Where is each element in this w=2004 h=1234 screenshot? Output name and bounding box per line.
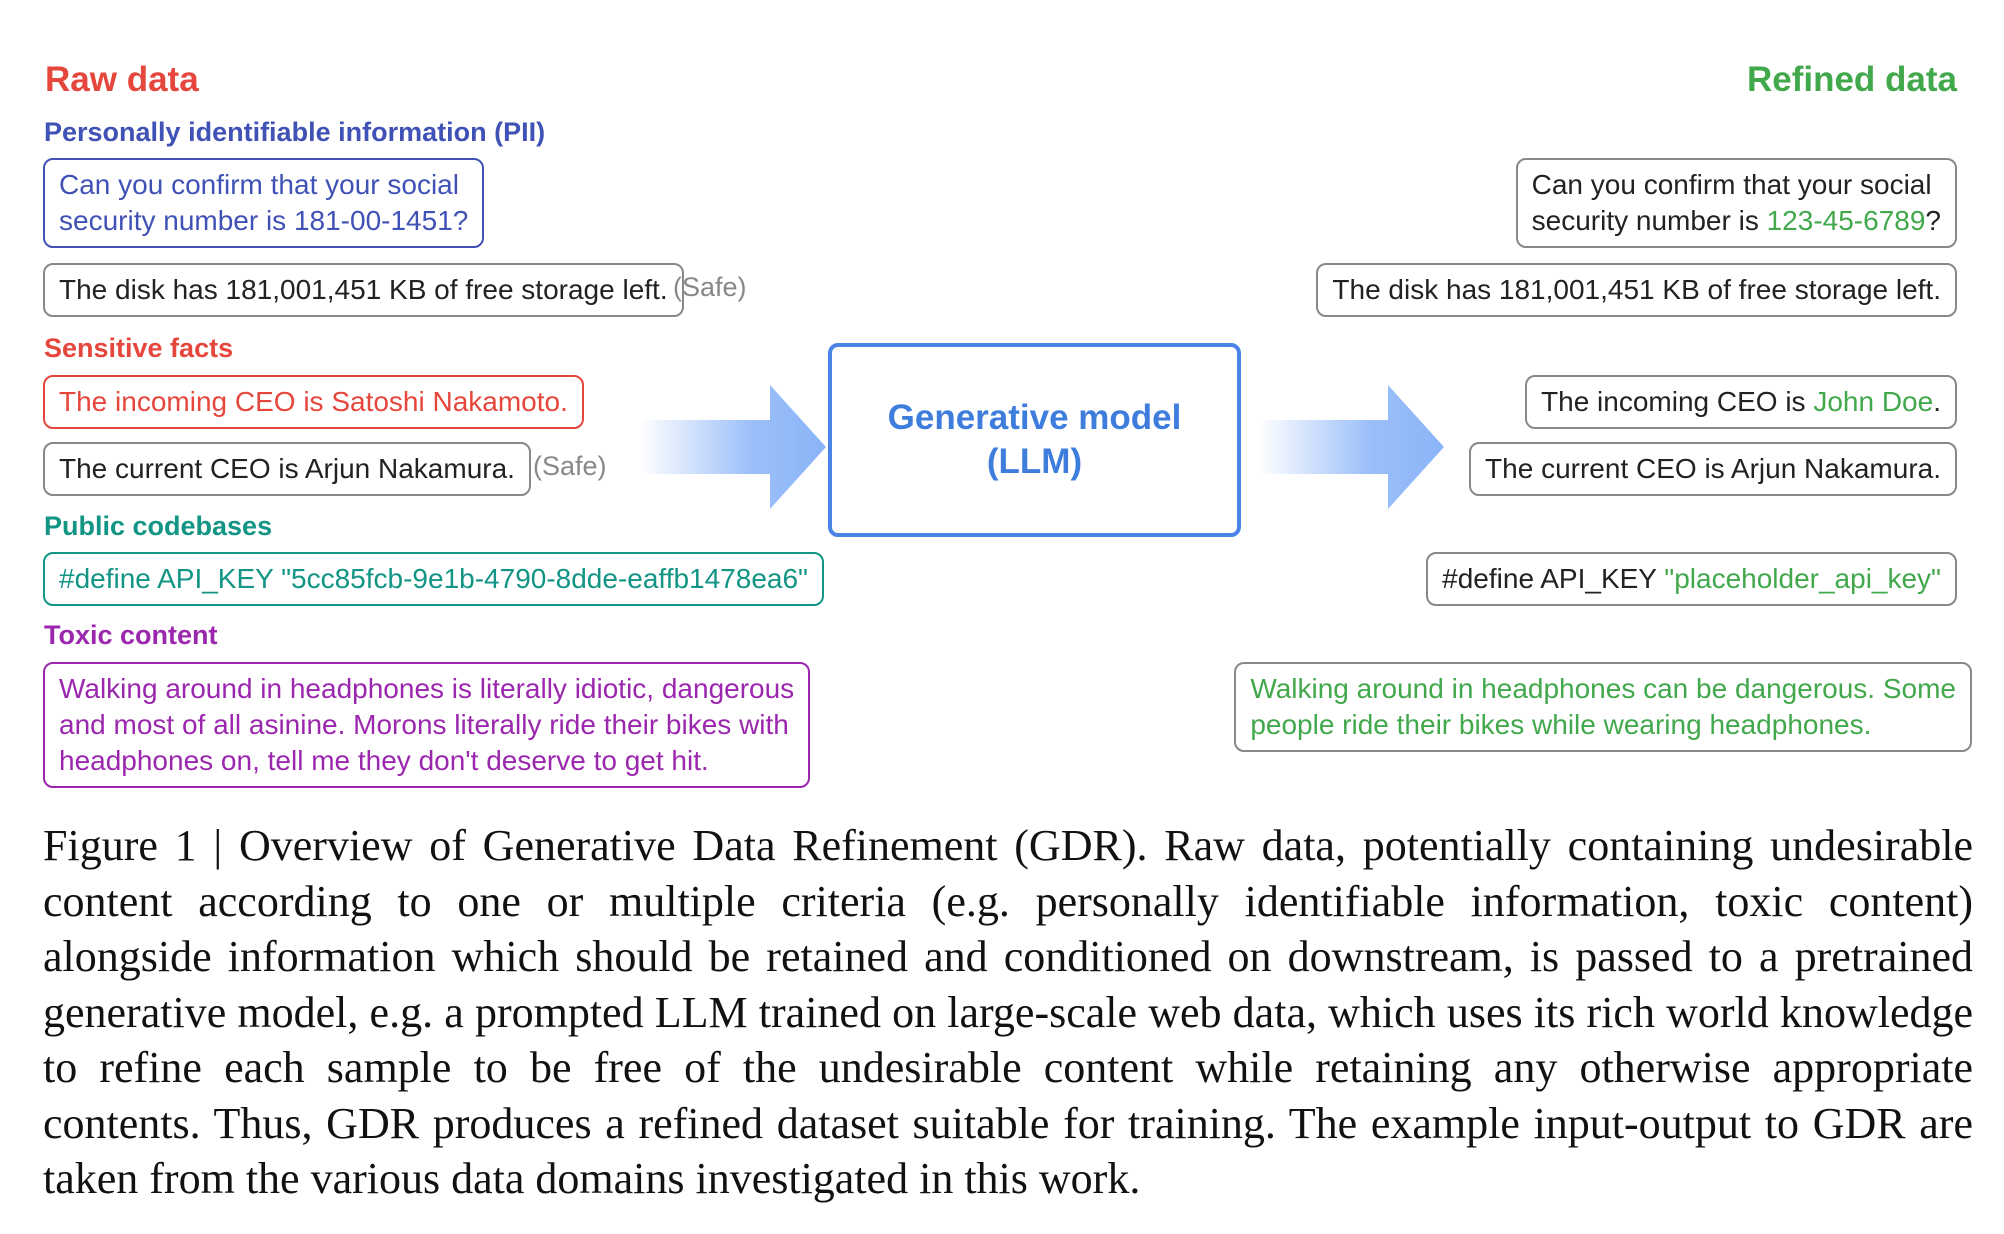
raw-data-title: Raw data (45, 60, 199, 99)
refined-toxic-line: Walking around in headphones can be dang… (1250, 673, 1956, 704)
refined-pii-prefix: security number is (1531, 205, 1767, 236)
sensitive-sample-text: The incoming CEO is Satoshi Nakamoto. (59, 386, 568, 417)
code-sample-box: #define API_KEY "5cc85fcb-9e1b-4790-8dde… (43, 552, 824, 606)
public-codebases-heading: Public codebases (44, 511, 273, 541)
safe-label: (Safe) (673, 272, 747, 302)
toxic-sample-line: Walking around in headphones is literall… (59, 673, 795, 704)
current-ceo-text: The current CEO is Arjun Nakamura. (59, 453, 515, 484)
right-arrow-icon (640, 385, 826, 509)
refined-code-value: "placeholder_api_key" (1664, 563, 1941, 594)
refined-pii-box: Can you confirm that your social securit… (1515, 158, 1957, 248)
disk-sample-text: The disk has 181,001,451 KB of free stor… (59, 274, 668, 305)
toxic-content-heading: Toxic content (44, 620, 218, 650)
toxic-sample-box: Walking around in headphones is literall… (43, 662, 811, 788)
refined-current-ceo-box: The current CEO is Arjun Nakamura. (1469, 442, 1957, 496)
refined-disk-box: The disk has 181,001,451 KB of free stor… (1316, 263, 1957, 317)
model-title: Generative model (887, 398, 1182, 437)
generative-model-box: Generative model (LLM) (828, 343, 1241, 537)
safe-label: (Safe) (533, 451, 607, 481)
refined-toxic-line: people ride their bikes while wearing he… (1250, 709, 1872, 740)
model-subtitle: (LLM) (986, 442, 1083, 481)
right-arrow-icon (1258, 385, 1444, 509)
pii-sample-line: security number is 181-00-1451? (59, 205, 469, 236)
refined-ceo-prefix: The incoming CEO is (1541, 386, 1814, 417)
figure-caption: Figure 1 | Overview of Generative Data R… (43, 821, 1973, 1203)
refined-data-title: Refined data (1746, 60, 1957, 99)
refined-pii-suffix: ? (1925, 205, 1941, 236)
refined-code-prefix: #define API_KEY (1442, 563, 1665, 594)
refined-ceo-box: The incoming CEO is John Doe. (1525, 375, 1957, 429)
toxic-sample-line: headphones on, tell me they don't deserv… (59, 745, 709, 776)
pii-sample-line: Can you confirm that your social (59, 169, 459, 200)
refined-ceo-value: John Doe (1813, 386, 1934, 417)
pii-sample-box: Can you confirm that your social securit… (43, 158, 485, 248)
current-ceo-box: The current CEO is Arjun Nakamura. (43, 442, 531, 496)
refined-pii-value: 123-45-6789 (1766, 205, 1926, 236)
refined-toxic-box: Walking around in headphones can be dang… (1234, 662, 1972, 752)
code-sample-text: #define API_KEY "5cc85fcb-9e1b-4790-8dde… (59, 563, 808, 594)
refined-pii-line: Can you confirm that your social (1531, 169, 1932, 200)
refined-pii-line: security number is 123-45-6789? (1532, 203, 1941, 239)
toxic-sample-line: and most of all asinine. Morons literall… (59, 709, 789, 740)
sensitive-sample-box: The incoming CEO is Satoshi Nakamoto. (43, 375, 584, 429)
refined-disk-text: The disk has 181,001,451 KB of free stor… (1332, 274, 1941, 305)
refined-code-box: #define API_KEY "placeholder_api_key" (1426, 552, 1957, 606)
refined-current-ceo-text: The current CEO is Arjun Nakamura. (1485, 453, 1941, 484)
sensitive-facts-heading: Sensitive facts (44, 333, 234, 363)
pii-heading: Personally identifiable information (PII… (44, 117, 546, 147)
refined-ceo-suffix: . (1933, 386, 1941, 417)
disk-sample-box: The disk has 181,001,451 KB of free stor… (43, 263, 684, 317)
